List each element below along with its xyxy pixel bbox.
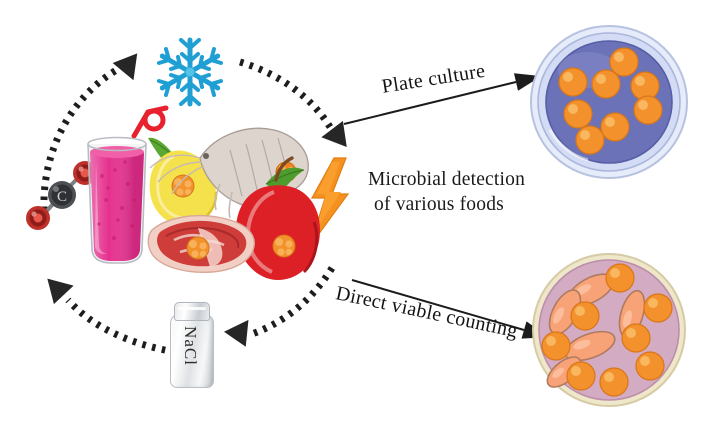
snowflake-icon <box>157 37 223 107</box>
arrowhead-to-salt <box>224 319 249 347</box>
microbe-on-apple <box>272 234 296 258</box>
carbon-atom: C <box>48 181 76 209</box>
arrow-path-food-to-salt <box>250 266 335 338</box>
arrowhead-to-cold <box>112 53 138 81</box>
arrowhead-to-gas <box>47 278 74 305</box>
result-arrows <box>343 81 525 331</box>
salt-shaker-cap <box>174 302 210 321</box>
arrow-path-gas-to-cold <box>40 64 122 211</box>
center-title-line1: Microbial detection <box>368 169 526 190</box>
raw-meat-steak <box>147 215 255 274</box>
smoothie-drink <box>87 105 169 264</box>
oxygen-atom-left <box>26 206 50 230</box>
salt-shaker-label: NaCl <box>181 326 200 366</box>
microbe-on-meat <box>186 236 210 260</box>
direct-viable-counting-dish <box>532 253 686 407</box>
elongated-cells <box>546 273 646 388</box>
arrow-path-cold-to-food <box>238 58 333 129</box>
plate-culture-arrow-line <box>343 81 517 125</box>
arrowhead-to-food <box>321 120 347 148</box>
carbon-atom-label: C <box>57 189 67 205</box>
arrow-path-salt-to-gas <box>65 297 176 356</box>
center-title-line2: of various foods <box>374 194 504 215</box>
lemon <box>148 137 218 226</box>
round-cells <box>541 263 673 397</box>
food-cluster <box>87 105 320 280</box>
arrow-heads <box>47 53 347 347</box>
center-title: Microbial detection of various foods <box>368 167 568 217</box>
plate-culture-dish <box>530 25 688 179</box>
direct-viable-counting-arrow-line <box>351 279 525 331</box>
salt-shaker-body <box>170 314 214 388</box>
apple <box>236 156 320 280</box>
colonies <box>558 47 663 155</box>
salt-shaker-icon: NaCl <box>168 300 214 388</box>
microbe-on-lemon <box>171 174 195 198</box>
